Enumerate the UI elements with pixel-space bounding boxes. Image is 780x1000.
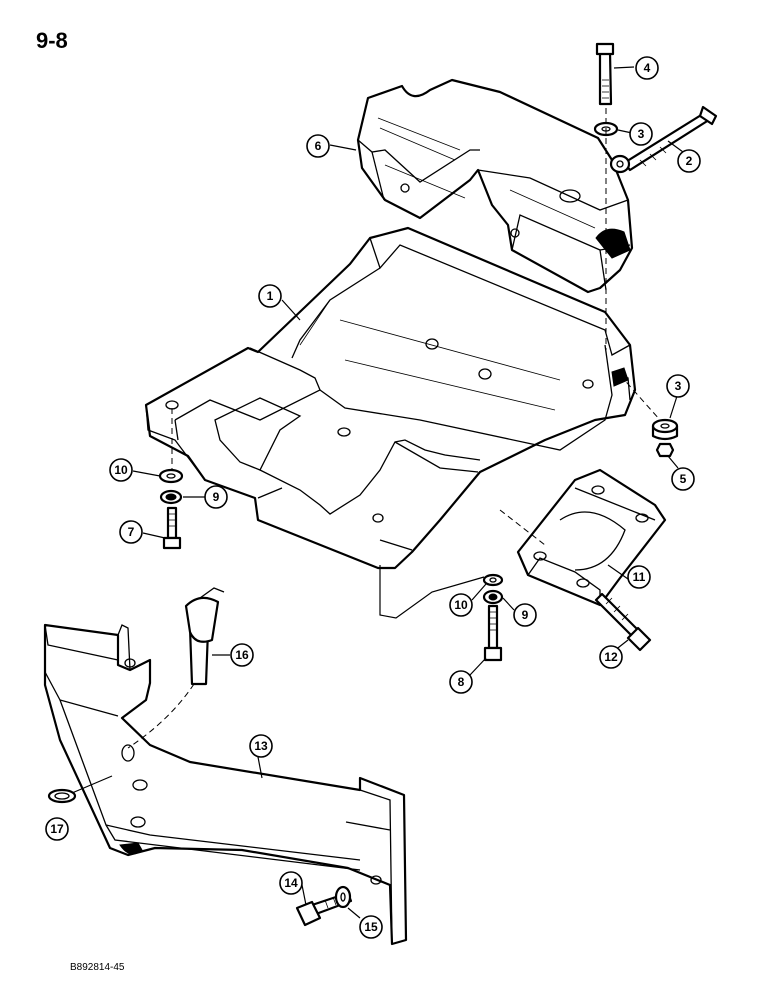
- nut-part-5: [655, 442, 675, 458]
- main-frame: [144, 226, 637, 619]
- figure-code: B892814-45: [70, 962, 125, 973]
- svg-text:10: 10: [454, 598, 468, 612]
- callout-16: 16: [230, 643, 254, 667]
- washer-part-10-right: [482, 573, 504, 587]
- svg-text:13: 13: [254, 739, 268, 753]
- callout-7: 7: [119, 520, 143, 544]
- callout-11: 11: [627, 565, 651, 589]
- svg-text:3: 3: [638, 127, 645, 141]
- lockwasher-part-9-left: [159, 489, 183, 505]
- svg-text:3: 3: [675, 379, 682, 393]
- callout-12: 12: [599, 645, 623, 669]
- svg-text:12: 12: [604, 650, 618, 664]
- callout-9-right: 9: [513, 603, 537, 627]
- callout-15: 15: [359, 915, 383, 939]
- bolt-part-4: [595, 42, 615, 106]
- svg-text:17: 17: [50, 822, 64, 836]
- lockwasher-part-9-right: [482, 589, 504, 605]
- svg-text:9: 9: [213, 490, 220, 504]
- svg-text:7: 7: [128, 525, 135, 539]
- svg-text:1: 1: [267, 289, 274, 303]
- svg-text:16: 16: [235, 648, 249, 662]
- bolt-part-12: [594, 592, 652, 652]
- lynch-pin: [127, 587, 225, 749]
- callout-9-left: 9: [204, 485, 228, 509]
- callout-8: 8: [449, 670, 473, 694]
- callout-1: 1: [258, 284, 282, 308]
- svg-text:14: 14: [284, 876, 298, 890]
- callout-10-left: 10: [109, 458, 133, 482]
- callout-13: 13: [249, 734, 273, 758]
- callout-10-right: 10: [449, 593, 473, 617]
- callout-2: 2: [677, 149, 701, 173]
- callout-4: 4: [635, 56, 659, 80]
- washer-part-15: [334, 885, 352, 909]
- washer-part-10-left: [158, 468, 184, 484]
- page-number: 9-8: [36, 28, 68, 53]
- bolt-part-7: [162, 506, 182, 550]
- svg-text:6: 6: [315, 139, 322, 153]
- svg-text:9: 9: [522, 608, 529, 622]
- callout-6: 6: [306, 134, 330, 158]
- mounting-bracket: [516, 468, 667, 607]
- svg-text:4: 4: [644, 61, 651, 75]
- callout-17: 17: [45, 817, 69, 841]
- svg-text:15: 15: [364, 920, 378, 934]
- bolt-part-8: [483, 604, 503, 662]
- callout-5: 5: [671, 467, 695, 491]
- spacer-part-3-lower: [651, 418, 679, 441]
- callout-3-lower: 3: [666, 374, 690, 398]
- svg-text:5: 5: [680, 472, 687, 486]
- callout-14: 14: [279, 871, 303, 895]
- svg-text:11: 11: [633, 570, 646, 584]
- svg-text:10: 10: [114, 463, 128, 477]
- svg-text:2: 2: [686, 154, 693, 168]
- alignment-lines: [171, 108, 661, 546]
- retaining-ring: [47, 775, 113, 804]
- svg-text:8: 8: [458, 675, 465, 689]
- callout-3-upper: 3: [629, 122, 653, 146]
- lower-support: [43, 623, 408, 946]
